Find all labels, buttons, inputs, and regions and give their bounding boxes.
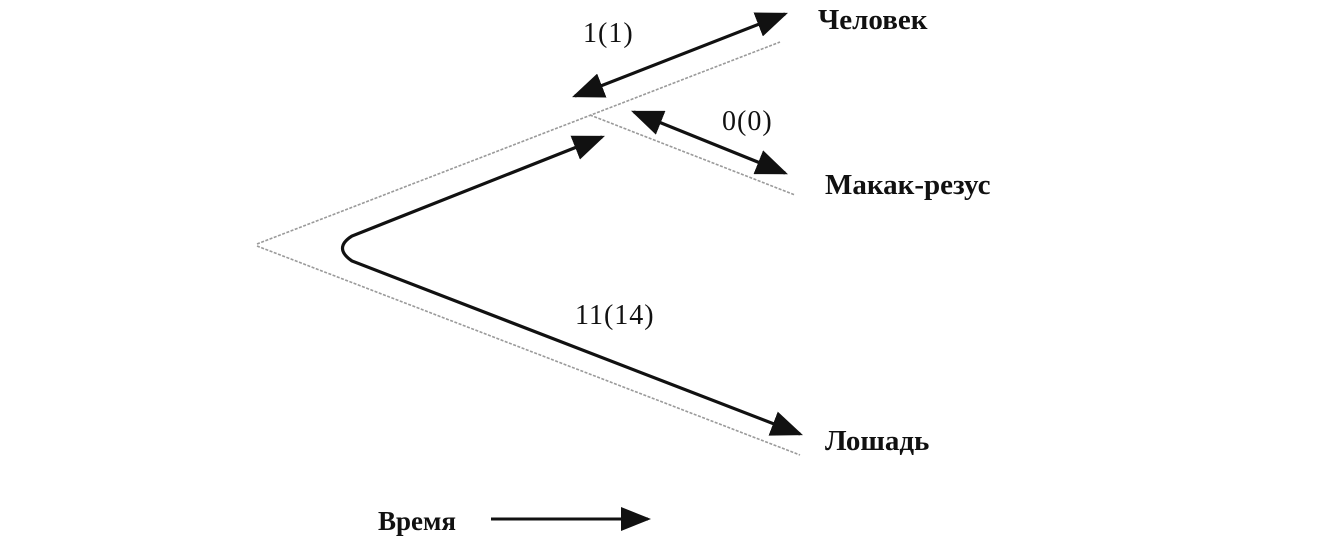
rhesus-branch-arrow <box>631 110 788 175</box>
human-branch-arrow <box>572 12 788 98</box>
tree-upper-branch <box>256 41 781 245</box>
root-path-arrow <box>340 135 803 436</box>
taxon-label-rhesus: Макак-резус <box>825 169 991 201</box>
taxon-label-human: Человек <box>818 4 928 36</box>
tree-lower-branch <box>256 245 801 456</box>
human-branch-count: 1(1) <box>583 18 634 49</box>
tree-outline <box>256 41 801 456</box>
taxon-label-horse: Лошадь <box>825 425 930 457</box>
horse-branch-count: 11(14) <box>575 300 655 331</box>
rhesus-branch-count: 0(0) <box>722 106 773 137</box>
time-axis-label: Время <box>378 506 457 536</box>
